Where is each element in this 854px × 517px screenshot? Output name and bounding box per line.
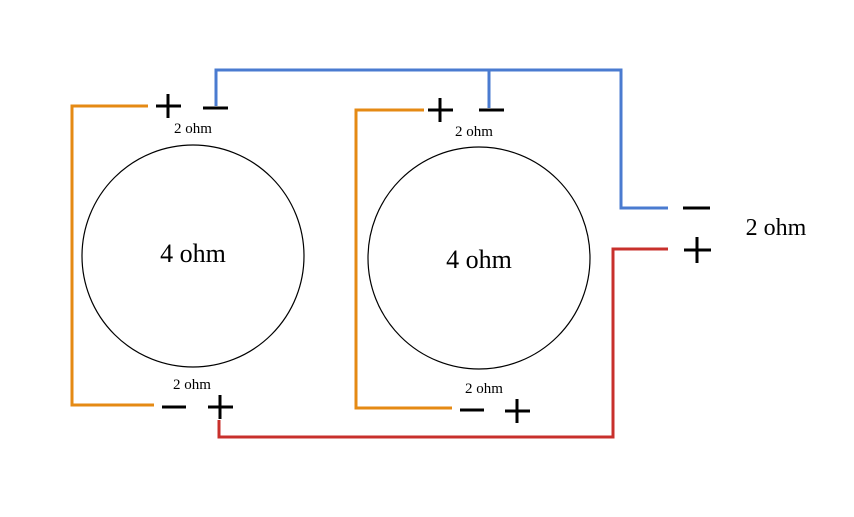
speaker-1-bottom-coil-label: 2 ohm bbox=[173, 377, 211, 393]
speaker-2-bottom-coil-label: 2 ohm bbox=[465, 381, 503, 397]
speaker-1-label: 4 ohm bbox=[160, 239, 226, 268]
speaker-2-circle bbox=[367, 146, 591, 370]
output-plus-icon bbox=[684, 237, 711, 263]
speaker-1-coil-jumper bbox=[70, 104, 154, 407]
output-impedance-label: 2 ohm bbox=[746, 215, 807, 241]
speaker-2-bottom-plus-icon bbox=[505, 399, 530, 423]
speaker-1-circle bbox=[81, 144, 305, 368]
speaker-1: 4 ohm 2 ohm 2 ohm bbox=[81, 94, 305, 419]
speaker-1-top-plus-icon bbox=[156, 94, 181, 118]
positive-wire bbox=[217, 247, 668, 439]
speaker-1-bottom-plus-icon bbox=[208, 395, 233, 419]
speaker-2-label: 4 ohm bbox=[446, 245, 512, 274]
speaker-2-coil-jumper bbox=[354, 108, 452, 410]
speaker-2-top-coil-label: 2 ohm bbox=[455, 124, 493, 140]
speaker-2: 4 ohm 2 ohm 2 ohm bbox=[367, 98, 591, 423]
output-terminals: 2 ohm bbox=[683, 206, 807, 263]
speaker-2-top-plus-icon bbox=[428, 98, 453, 122]
speaker-1-top-coil-label: 2 ohm bbox=[174, 121, 212, 137]
negative-wire bbox=[214, 68, 668, 210]
